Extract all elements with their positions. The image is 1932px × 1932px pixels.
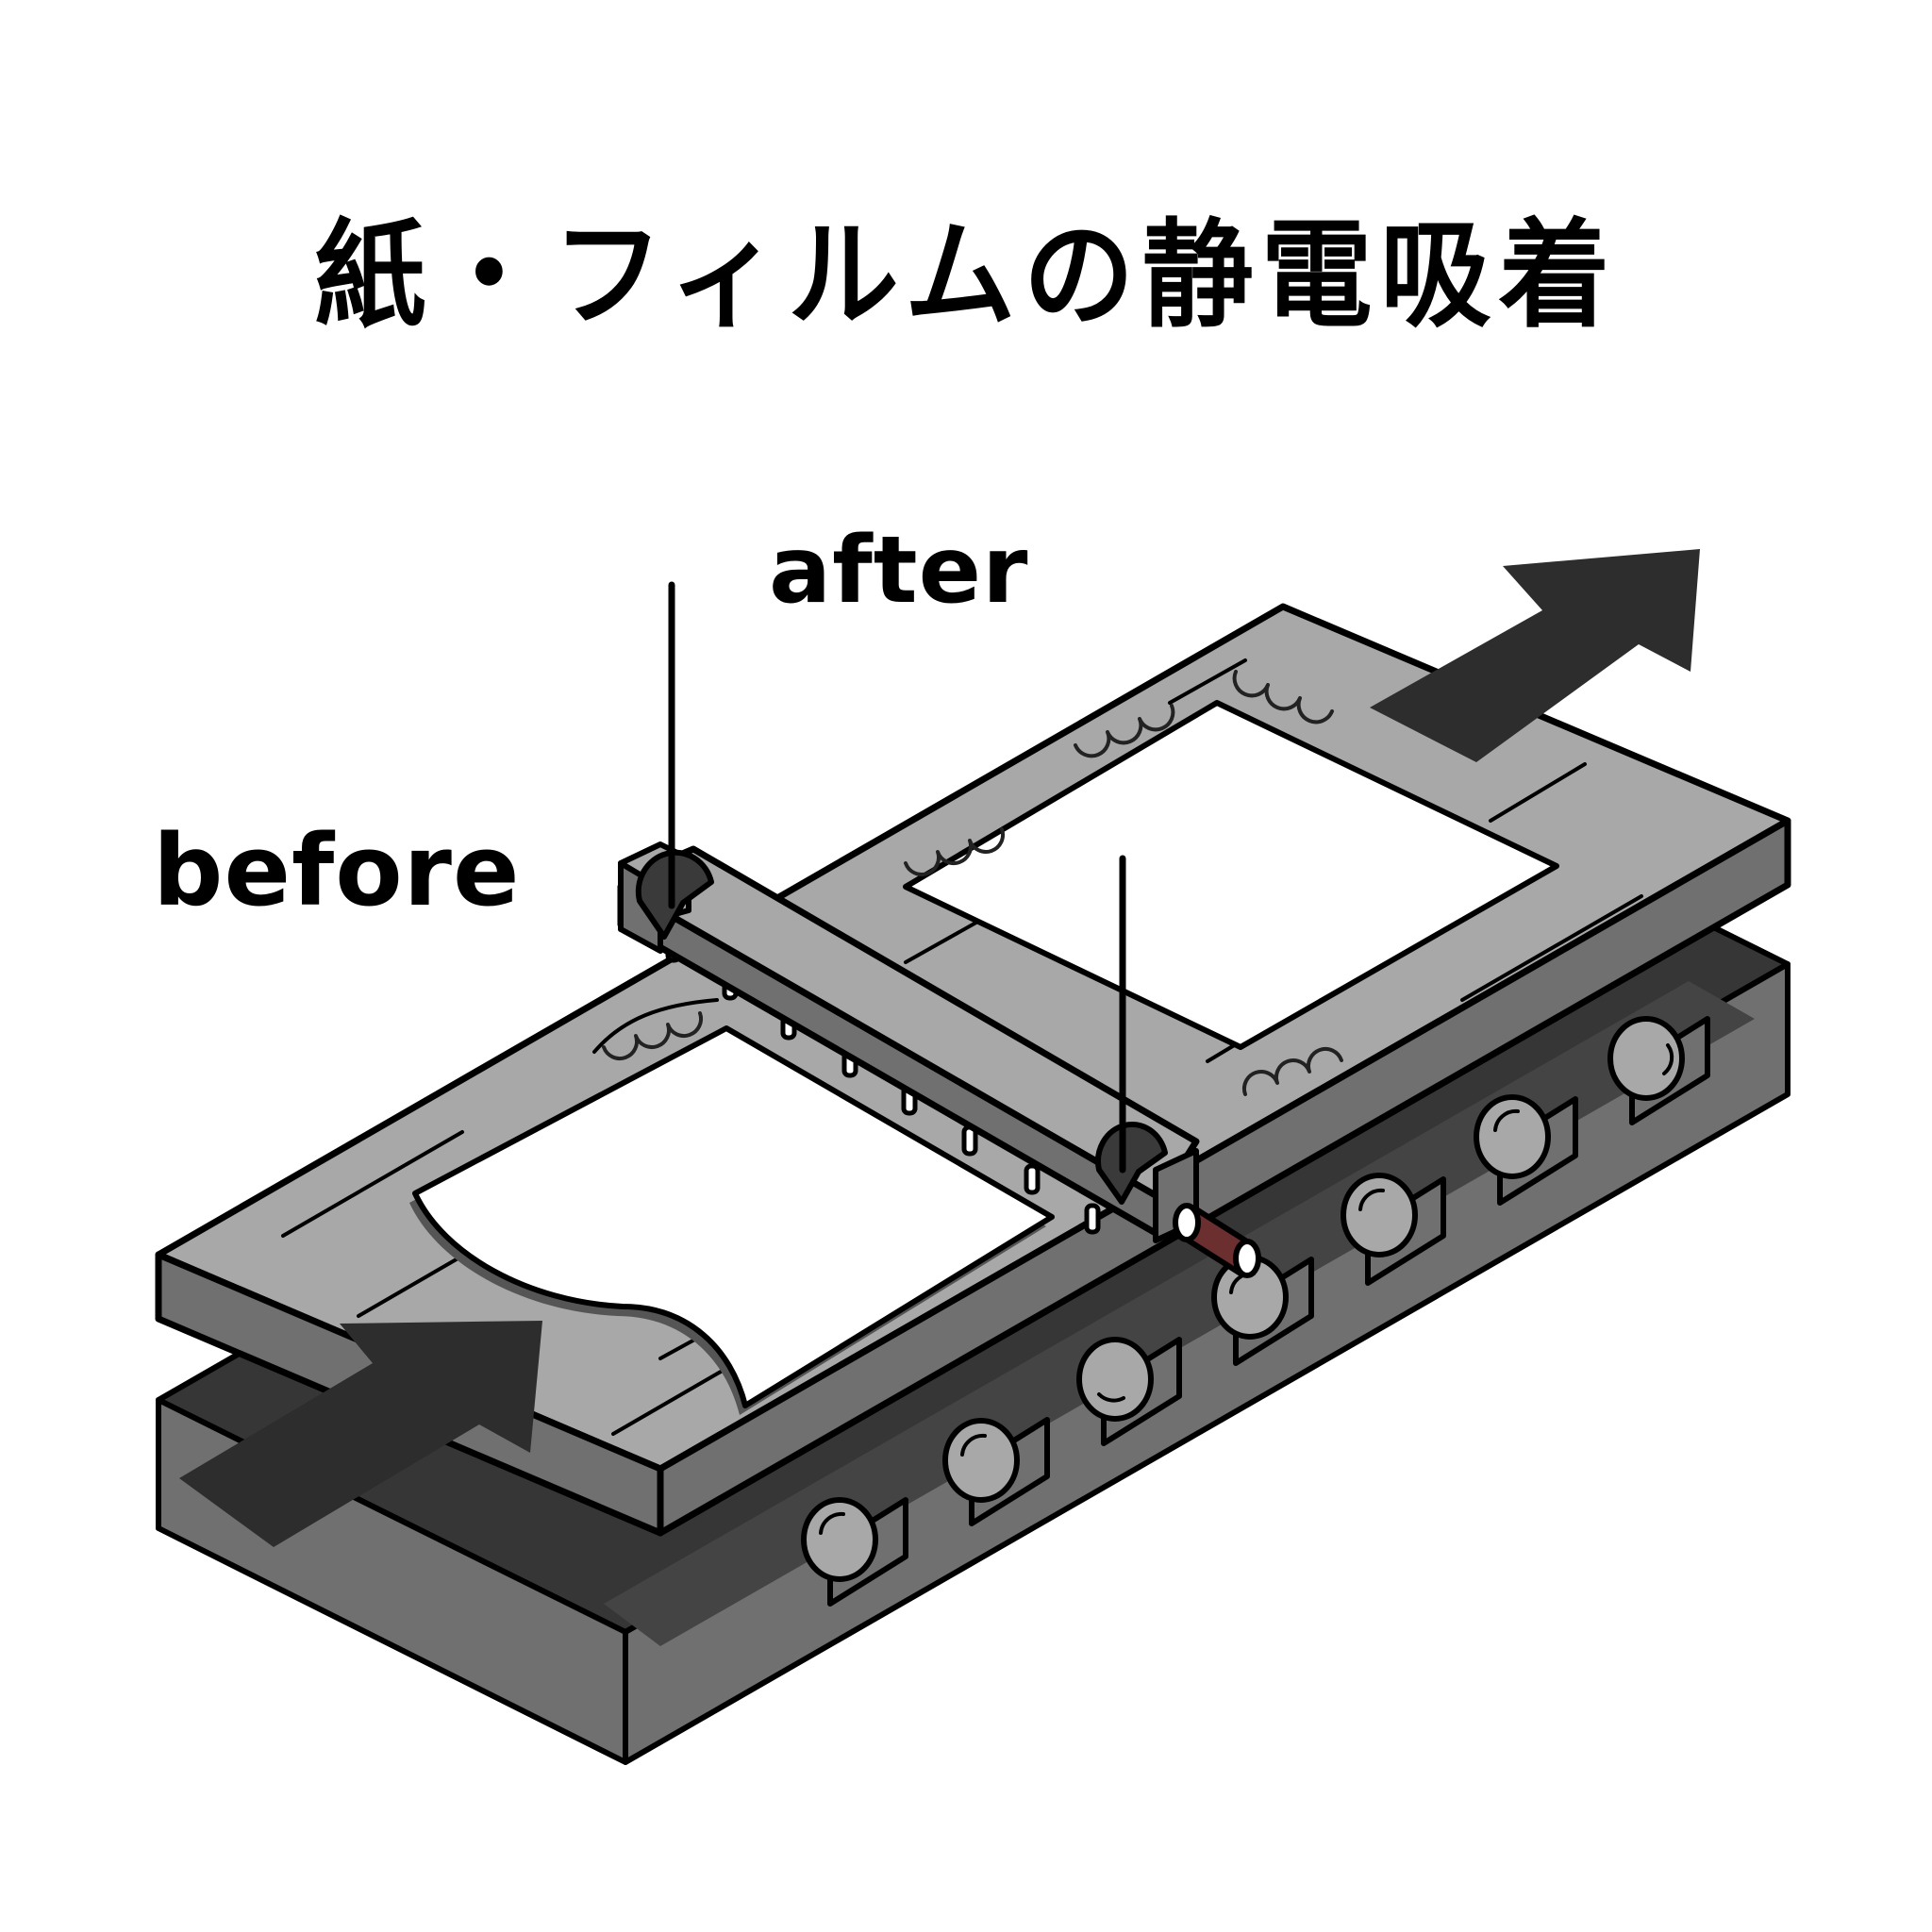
static-wave-icon <box>1232 670 1334 724</box>
sheet-before <box>409 998 1055 1415</box>
roller-icon <box>1211 1255 1314 1366</box>
before-label: before <box>153 813 521 928</box>
sheet-after <box>903 670 1559 1096</box>
roller-icon <box>1474 1094 1578 1206</box>
input-arrow-icon <box>179 1321 542 1547</box>
roller-icon <box>1341 1173 1446 1286</box>
static-wave-icon <box>602 1011 704 1060</box>
static-wave-icon <box>1241 1047 1343 1096</box>
roller-icon <box>801 1497 908 1607</box>
output-arrow-icon <box>1370 549 1700 762</box>
static-wave-icon <box>904 827 1006 876</box>
rollers <box>604 981 1755 1646</box>
cable-icon <box>1173 1203 1261 1278</box>
roller-icon <box>1607 1016 1710 1125</box>
page-title: 紙・フィルムの静電吸着 <box>314 207 1618 343</box>
after-label: after <box>769 517 1029 625</box>
ionizer-bar-icon <box>617 581 1200 1243</box>
roller-icon <box>942 1417 1050 1526</box>
bracket-right <box>1095 1121 1168 1205</box>
roller-icon <box>1076 1337 1182 1446</box>
static-wave-icon <box>1074 704 1175 758</box>
